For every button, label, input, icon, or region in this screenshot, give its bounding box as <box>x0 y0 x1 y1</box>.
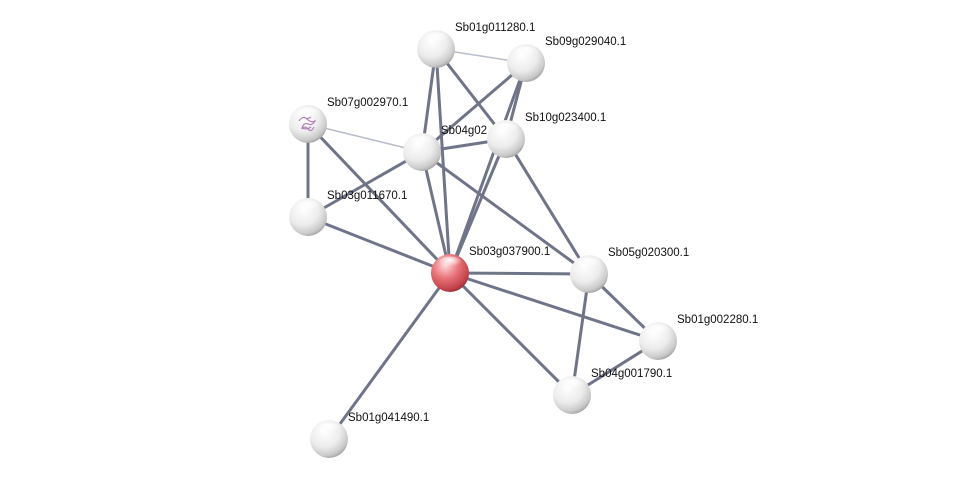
node-sb07g002970-1[interactable]: Sb07g002970.1 <box>289 97 408 143</box>
edge-sb03g037900-1-sb04g001790-1 <box>448 271 574 397</box>
edge-sb10g023400-1-sb05g020300-1 <box>504 137 591 276</box>
node-highlight <box>514 46 538 59</box>
edge-sb03g037900-1-sb05g020300-1 <box>448 271 591 276</box>
nodes-layer: Sb03g037900.1 Sb01g011280.1Sb09g029040.1S… <box>289 22 758 458</box>
edge-sb03g011670-1-sb03g037900-1 <box>306 215 452 275</box>
edge-sb03g037900-1-sb01g041490-1 <box>327 271 452 441</box>
node-sb03g037900-1[interactable]: Sb03g037900.1 <box>431 246 550 292</box>
node-label: Sb04g02 <box>441 125 487 137</box>
node-highlight <box>438 256 462 269</box>
node-label: Sb07g002970.1 <box>327 97 408 109</box>
edge-sb10g023400-1-sb03g037900-1 <box>448 137 508 275</box>
node-sb01g041490-1[interactable]: Sb01g041490.1 <box>310 412 429 458</box>
edge-sb04g02-sb03g037900-1 <box>420 150 452 275</box>
node-highlight <box>560 378 584 391</box>
edge-sb07g002970-1-sb03g037900-1 <box>306 122 452 275</box>
node-highlight <box>577 257 601 270</box>
edge-sb09g029040-1-sb04g02 <box>420 61 528 154</box>
node-highlight <box>410 135 434 148</box>
node-label: Sb03g037900.1 <box>469 246 550 258</box>
node-sb04g001790-1[interactable]: Sb04g001790.1 <box>553 368 672 414</box>
edge-sb04g02-sb05g020300-1 <box>420 150 591 276</box>
node-sb01g002280-1[interactable]: Sb01g002280.1 <box>639 314 758 360</box>
node-label: Sb01g041490.1 <box>348 412 429 424</box>
node-sb04g02[interactable]: Sb04g02 <box>403 125 487 171</box>
edge-sb03g037900-1-sb01g002280-1 <box>448 271 660 343</box>
node-sb05g020300-1[interactable]: Sb05g020300.1 <box>570 247 689 293</box>
node-highlight <box>646 324 670 337</box>
node-highlight <box>424 32 448 45</box>
node-label: Sb10g023400.1 <box>525 112 606 124</box>
node-label: Sb05g020300.1 <box>608 247 689 259</box>
node-label: Sb03g011670.1 <box>327 190 407 202</box>
node-label: Sb09g029040.1 <box>545 36 626 48</box>
edge-sb09g029040-1-sb03g037900-1 <box>448 61 528 275</box>
edge-sb01g011280-1-sb03g037900-1 <box>434 47 452 275</box>
node-sb03g011670-1[interactable]: Sb03g011670.1 <box>289 190 407 236</box>
node-highlight <box>317 422 341 435</box>
edge-sb07g002970-1-sb04g02 <box>307 123 423 153</box>
node-sb09g029040-1[interactable]: Sb09g029040.1 <box>507 36 626 82</box>
node-sb01g011280-1[interactable]: Sb01g011280.1 <box>417 22 535 68</box>
node-label: Sb04g001790.1 <box>591 368 672 380</box>
node-highlight <box>296 200 320 213</box>
edge-sb05g020300-1-sb04g001790-1 <box>570 272 591 397</box>
edge-sb01g011280-1-sb10g023400-1 <box>434 47 508 141</box>
node-sb10g023400-1[interactable]: Sb10g023400.1 <box>487 112 606 158</box>
node-highlight <box>296 107 320 120</box>
node-highlight <box>494 122 518 135</box>
node-label: Sb01g002280.1 <box>677 314 758 326</box>
node-label: Sb01g011280.1 <box>455 22 535 34</box>
